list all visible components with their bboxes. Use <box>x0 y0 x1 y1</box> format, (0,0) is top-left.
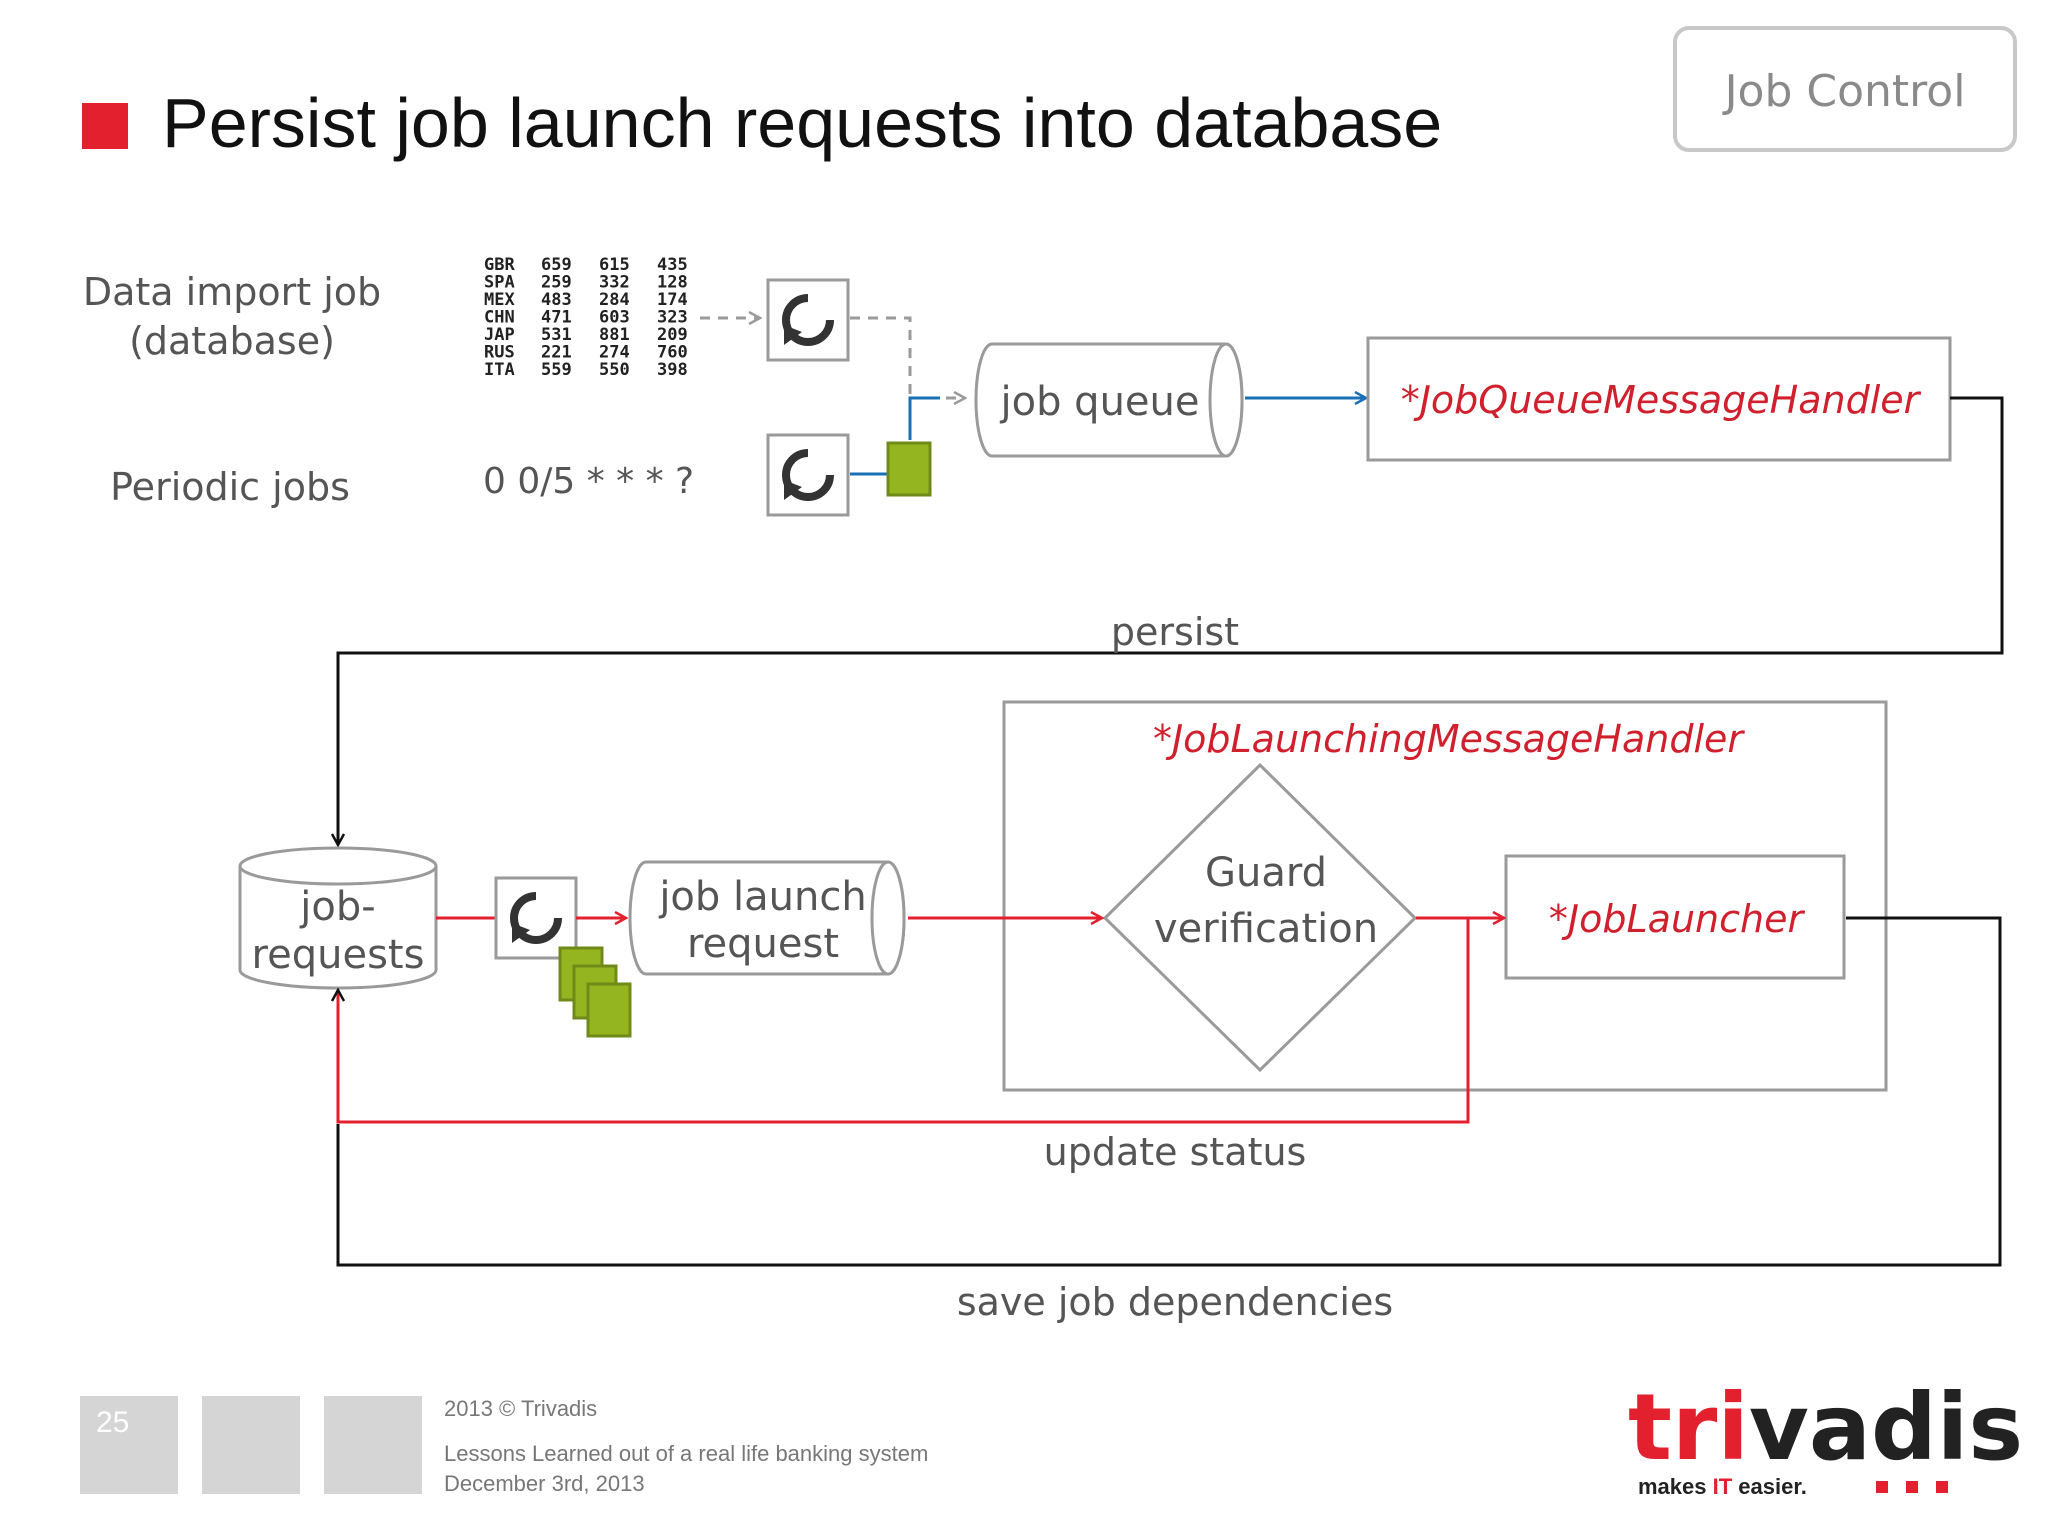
data-table-cell: MEX <box>484 290 515 310</box>
data-table-cell: 881 <box>599 325 630 345</box>
red-square-bullet-icon <box>82 103 128 149</box>
data-table-cell: 398 <box>657 360 688 380</box>
guard-sublabel: verification <box>1154 906 1378 952</box>
persist-label: persist <box>1111 610 1239 654</box>
refresh-icon <box>768 280 848 360</box>
import-to-queue-line <box>850 316 912 398</box>
update-status-label: update status <box>1044 1130 1307 1174</box>
data-table-cell: 435 <box>657 255 688 275</box>
job-launcher-label: *JobLauncher <box>1549 897 1806 941</box>
job-launcher-box <box>1504 854 1846 980</box>
data-table-cell: 332 <box>599 273 630 293</box>
data-table-cell: 259 <box>541 273 572 293</box>
job-requests-label: job- <box>299 884 375 930</box>
data-table-cell: 174 <box>657 290 688 310</box>
data-table-cell: 531 <box>541 325 572 345</box>
data-table-cell: 284 <box>599 290 630 310</box>
data-table-cell: 559 <box>541 360 572 380</box>
data-import-label: Data import job <box>83 270 381 314</box>
data-table-cell: 209 <box>657 325 688 345</box>
footer-copyright: 2013 © Trivadis <box>444 1396 597 1421</box>
data-table-cell: 274 <box>599 343 630 363</box>
launching-handler-label: *JobLaunchingMessageHandler <box>1153 717 1745 761</box>
save-dependencies-label: save job dependencies <box>957 1280 1393 1324</box>
save-dependencies-connector <box>336 916 2002 1267</box>
data-table-cell: 128 <box>657 273 688 293</box>
job-launch-request-node <box>628 860 906 976</box>
launch-request-sublabel: request <box>687 921 839 967</box>
refresh-icon <box>768 435 848 515</box>
footer-tile <box>324 1396 422 1494</box>
cron-expression: 0 0/5 * * * ? <box>483 461 694 502</box>
refresh-icon <box>496 878 576 958</box>
footer-talk-title: Lessons Learned out of a real life banki… <box>444 1441 928 1466</box>
data-table-cell: 550 <box>599 360 630 380</box>
data-table-cell: 603 <box>599 308 630 328</box>
job-queue-node <box>974 342 1244 458</box>
periodic-jobs-label: Periodic jobs <box>110 465 350 509</box>
queue-handler-label: *JobQueueMessageHandler <box>1401 378 1922 422</box>
data-table-cell: JAP <box>484 325 515 345</box>
job-queue-label: job queue <box>999 379 1199 425</box>
data-table-cell: 615 <box>599 255 630 275</box>
trivadis-logo: trivadis makes IT easier. <box>1628 1374 2023 1499</box>
data-table-cell: ITA <box>484 360 515 380</box>
data-table-cell: RUS <box>484 343 515 363</box>
persist-connector <box>338 396 2004 845</box>
page-title: Persist job launch requests into databas… <box>162 84 1442 162</box>
svg-text:makes IT easier.: makes IT easier. <box>1638 1474 1807 1499</box>
badge-label: Job Control <box>1722 66 1966 117</box>
data-table-cell: SPA <box>484 273 515 293</box>
footer-date: December 3rd, 2013 <box>444 1471 645 1496</box>
badge-frame <box>1673 26 2017 152</box>
data-table-cell: 471 <box>541 308 572 328</box>
data-import-sublabel: (database) <box>129 319 335 363</box>
guard-label: Guard <box>1205 850 1327 896</box>
data-table-cell: 659 <box>541 255 572 275</box>
data-table-cell: 221 <box>541 343 572 363</box>
svg-text:trivadis: trivadis <box>1628 1374 2023 1481</box>
data-table-cell: CHN <box>484 308 515 328</box>
queue-handler-box <box>1366 336 1952 462</box>
footer-page-tile <box>80 1396 178 1494</box>
update-status-connector <box>338 918 1470 1124</box>
periodic-to-queue-line <box>908 396 940 440</box>
data-table-cell: 760 <box>657 343 688 363</box>
page-number: 25 <box>96 1406 129 1439</box>
message-stack-icon <box>558 946 632 1038</box>
message-icon <box>886 441 932 497</box>
data-table-cell: 483 <box>541 290 572 310</box>
data-table-cell: 323 <box>657 308 688 328</box>
data-table-cell: GBR <box>484 255 515 275</box>
job-requests-sublabel: requests <box>252 932 425 978</box>
guard-verification-diamond <box>1102 762 1418 1073</box>
launch-request-label: job launch <box>658 874 866 920</box>
footer-tile <box>202 1396 300 1494</box>
